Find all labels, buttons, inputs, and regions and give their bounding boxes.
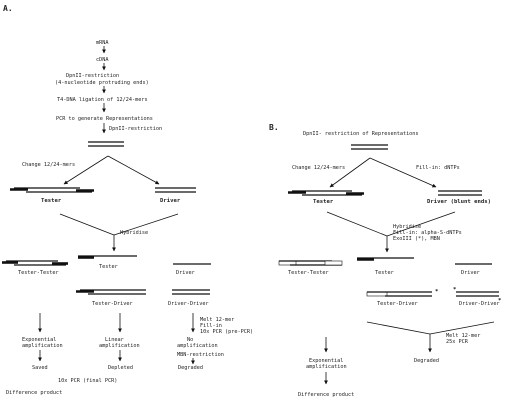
hybridise-funnel-left [59, 213, 115, 236]
b-arrow-right [369, 157, 437, 188]
b-driver-driver-label: Driver-Driver [459, 301, 500, 307]
no-label: No [187, 337, 193, 343]
difference-product-a-label: Difference product [6, 390, 62, 396]
b-tester-driver-label: Tester-Driver [377, 301, 418, 307]
pre-pcr-label: 10x PCR (pre-PCR) [200, 329, 253, 335]
b-fill-in-label: Fill-in: dNTPs [416, 165, 460, 171]
arrow-split-left [63, 155, 109, 185]
depleted-label: Depleted [108, 365, 133, 371]
driver-label: Driver [160, 198, 181, 204]
panel-a-label: A. [3, 4, 13, 13]
b-exponential-amp-label: amplification [306, 364, 347, 370]
fill-in-label: Fill-in [200, 323, 222, 329]
b-melt-funnel-right [429, 321, 495, 335]
hybridise-label: Hybridise [120, 230, 148, 236]
b-melt-12mer-label: Melt 12-mer [446, 333, 480, 339]
b-fill-in-alpha-label: Fill-in: alpha-S-dNTPs [393, 230, 462, 236]
melt-12mer-label: Melt 12-mer [200, 317, 234, 323]
linear-label: Linear [105, 337, 124, 343]
dpnii-restriction-label: DpnII-restriction [66, 73, 119, 79]
b-hybridise-label: Hybridise [393, 224, 421, 230]
ligation-label: T4-DNA ligation of 12/24-mers [57, 97, 148, 103]
b-exoiii-mbn-label: ExoIII (*), MBN [393, 236, 440, 242]
panel-b-title: DpnII- restriction of Representations [303, 131, 419, 137]
pcr-representations-label: PCR to generate Representations [56, 116, 153, 122]
b-exo-mark-2: * [453, 287, 457, 293]
tester-single-label: Tester [99, 264, 118, 270]
final-pcr-label: 10x PCR (final PCR) [58, 378, 117, 384]
b-arrow-left [329, 157, 371, 188]
b-tester-label: Tester [313, 199, 334, 205]
tester-driver-label: Tester-Driver [92, 301, 133, 307]
b-tester-tester-fill-r [324, 260, 343, 266]
dpnii-restriction-2-label: DpnII-restriction [109, 126, 162, 132]
mbn-restriction-label: MBN-restriction [177, 352, 224, 358]
no-amp-label: amplification [177, 343, 218, 349]
linear-amp-label: amplification [99, 343, 140, 349]
protruding-ends-label: (4-nucleotide protruding ends) [55, 80, 149, 86]
saved-label: Saved [32, 365, 48, 371]
b-driver-single-label: Driver [461, 270, 480, 276]
b-melt-funnel-left [366, 321, 431, 335]
b-25x-pcr-label: 25x PCR [446, 339, 469, 345]
b-tester-single-label: Tester [375, 270, 394, 276]
difference-product-b-label: Difference product [298, 392, 354, 398]
hybridise-funnel-right [113, 213, 179, 236]
panel-b-label: B. [269, 123, 279, 132]
cdna-label: cDNA [96, 57, 109, 63]
change-adapters-label: Change 12/24-mers [22, 162, 75, 168]
b-funnel-right [386, 211, 456, 237]
b-driver-blunt-label: Driver (blunt ends) [427, 199, 491, 205]
b-exo-mark-1: * [435, 289, 439, 295]
degraded-label: Degraded [178, 365, 203, 371]
b-tester-tester-label: Tester-Tester [288, 270, 329, 276]
driver-driver-label: Driver-Driver [168, 301, 209, 307]
exponential-label: Exponential [22, 337, 56, 343]
tester-label: Tester [41, 198, 62, 204]
b-exponential-label: Exponential [309, 358, 343, 364]
exponential-amp-label: amplification [22, 343, 63, 349]
b-change-adapters-label: Change 12/24-mers [292, 165, 345, 171]
b-funnel-left [326, 211, 388, 237]
b-degraded-label: Degraded [414, 358, 439, 364]
tester-tester-label: Tester-Tester [18, 270, 59, 276]
b-exo-mark-3: * [498, 298, 502, 304]
mrna-label: mRNA [96, 40, 109, 46]
arrow-split-right [107, 155, 160, 185]
driver-single-label: Driver [176, 270, 195, 276]
